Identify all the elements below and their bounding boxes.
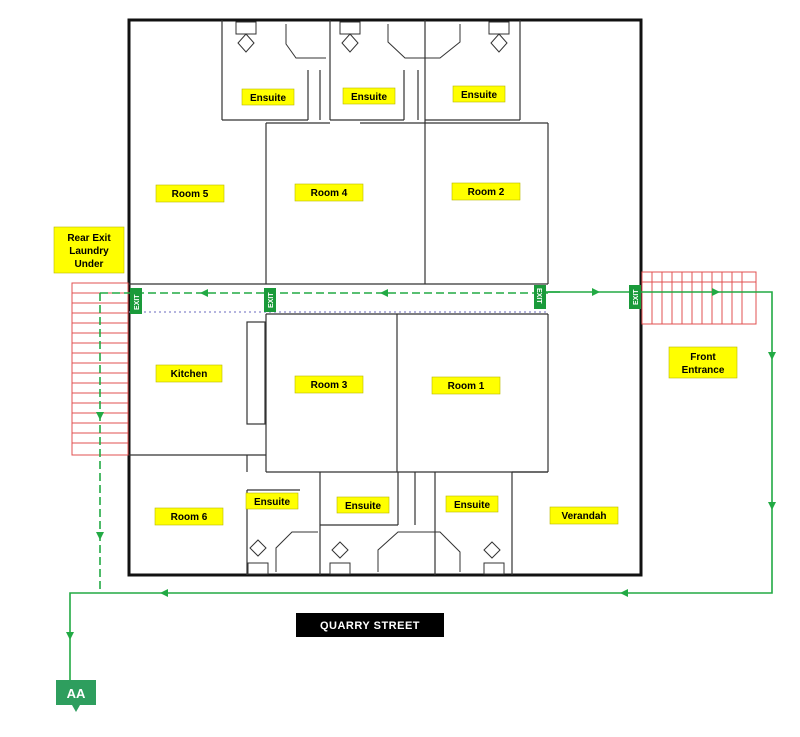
bathroom-fixtures <box>235 21 510 575</box>
svg-text:Ensuite: Ensuite <box>345 501 382 512</box>
ensuite-label-bot-left: Ensuite <box>245 492 299 510</box>
svg-text:Kitchen: Kitchen <box>171 369 208 380</box>
exit-sign-rear: EXIT <box>130 288 142 314</box>
svg-text:Room 4: Room 4 <box>311 188 348 199</box>
svg-text:Ensuite: Ensuite <box>461 90 498 101</box>
svg-text:QUARRY STREET: QUARRY STREET <box>320 620 420 632</box>
room-label-room6: Room 6 <box>154 507 224 526</box>
svg-text:Laundry: Laundry <box>69 246 109 257</box>
room-label-room4: Room 4 <box>294 183 364 202</box>
front-entrance-label: Front Entrance <box>668 346 738 379</box>
exit-sign-label: EXIT <box>633 289 640 305</box>
route-arrows <box>66 288 776 640</box>
room-label-kitchen: Kitchen <box>155 364 223 383</box>
room-label-verandah: Verandah <box>549 506 619 525</box>
exit-sign-corridor: EXIT <box>264 288 276 312</box>
assembly-area-marker: AA <box>56 680 96 712</box>
svg-text:Entrance: Entrance <box>682 365 725 376</box>
room-label-room5: Room 5 <box>155 184 225 203</box>
street-label: QUARRY STREET <box>296 613 444 637</box>
svg-text:Rear Exit: Rear Exit <box>67 233 111 244</box>
exit-sign-label: EXIT <box>268 292 275 308</box>
svg-text:Room 5: Room 5 <box>172 189 209 200</box>
room-label-room2: Room 2 <box>451 182 521 201</box>
svg-text:Room 6: Room 6 <box>171 512 208 523</box>
svg-text:Ensuite: Ensuite <box>250 93 287 104</box>
ensuite-label-top-mid: Ensuite <box>342 87 396 105</box>
svg-text:Verandah: Verandah <box>561 511 606 522</box>
svg-text:Under: Under <box>75 259 104 270</box>
svg-text:Room 3: Room 3 <box>311 380 348 391</box>
ensuite-label-bot-mid: Ensuite <box>336 496 390 514</box>
room-label-room3: Room 3 <box>294 375 364 394</box>
exit-sign-east: EXIT <box>534 285 546 309</box>
front-stairs <box>641 271 757 325</box>
svg-text:AA: AA <box>67 686 86 701</box>
svg-text:Ensuite: Ensuite <box>351 92 388 103</box>
interior-walls <box>129 20 549 575</box>
room-label-room1: Room 1 <box>431 376 501 395</box>
ensuite-label-top-left: Ensuite <box>241 88 295 106</box>
rear-exit-label: Rear Exit Laundry Under <box>53 226 125 274</box>
svg-text:Room 1: Room 1 <box>448 381 485 392</box>
evacuation-route <box>69 291 773 680</box>
exit-sign-front: EXIT <box>629 285 641 309</box>
exit-sign-label: EXIT <box>134 294 141 310</box>
ensuite-label-bot-right: Ensuite <box>445 495 499 513</box>
svg-text:Ensuite: Ensuite <box>454 500 491 511</box>
ensuite-label-top-right: Ensuite <box>452 85 506 103</box>
exit-sign-label: EXIT <box>535 288 542 304</box>
svg-text:Room 2: Room 2 <box>468 187 505 198</box>
svg-text:Ensuite: Ensuite <box>254 497 291 508</box>
svg-text:Front: Front <box>690 352 716 363</box>
